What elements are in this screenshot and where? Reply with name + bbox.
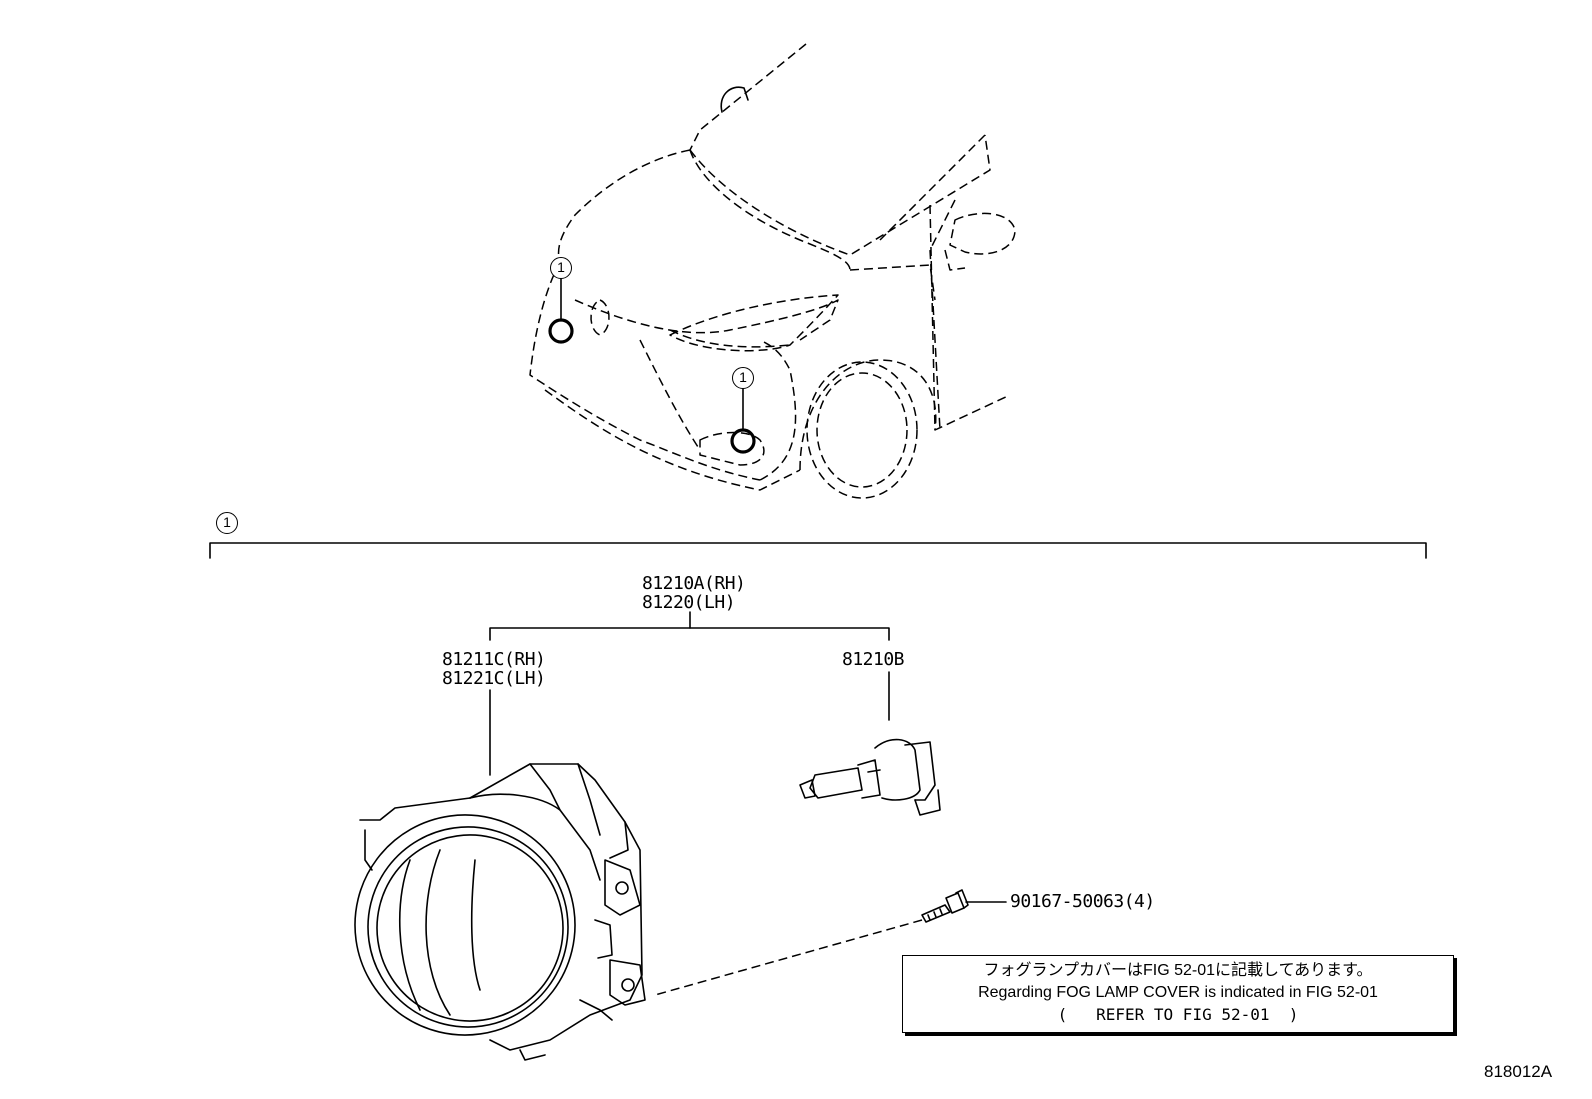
part-number-bulb[interactable]: 81210B [842, 649, 905, 670]
fog-lamp-unit-drawing [354, 763, 646, 1061]
note-box: フォグランプカバーはFIG 52-01に記載してあります。 Regarding … [902, 955, 1454, 1033]
part-number-screw[interactable]: 90167-50063(4) [1010, 891, 1155, 912]
part-number-lens-unit-rh[interactable]: 81211C(RH) [442, 649, 546, 670]
callout-bracket: 1 [216, 512, 238, 534]
screw-install-path [654, 919, 923, 996]
part-number-lens-unit-lh[interactable]: 81221C(LH) [442, 668, 546, 689]
group-bracket [209, 542, 1427, 559]
callout-fog-lamp-right: 1 [732, 367, 754, 389]
note-reference-link[interactable]: ( REFER TO FIG 52-01 ) [1057, 1005, 1299, 1024]
figure-code: 818012A [1484, 1062, 1553, 1081]
note-japanese: フォグランプカバーはFIG 52-01に記載してあります。 [983, 962, 1373, 979]
callout-fog-lamp-left: 1 [550, 257, 572, 279]
car-front-illustration [529, 43, 1016, 499]
bulb-drawing [799, 738, 941, 816]
part-number-assembly-rh[interactable]: 81210A(RH) [642, 573, 746, 594]
note-english: Regarding FOG LAMP COVER is indicated in… [978, 984, 1378, 1001]
fog-lamp-location-left [548, 318, 574, 344]
part-number-assembly-lh[interactable]: 81220(LH) [642, 592, 736, 613]
screw-drawing [921, 889, 969, 923]
